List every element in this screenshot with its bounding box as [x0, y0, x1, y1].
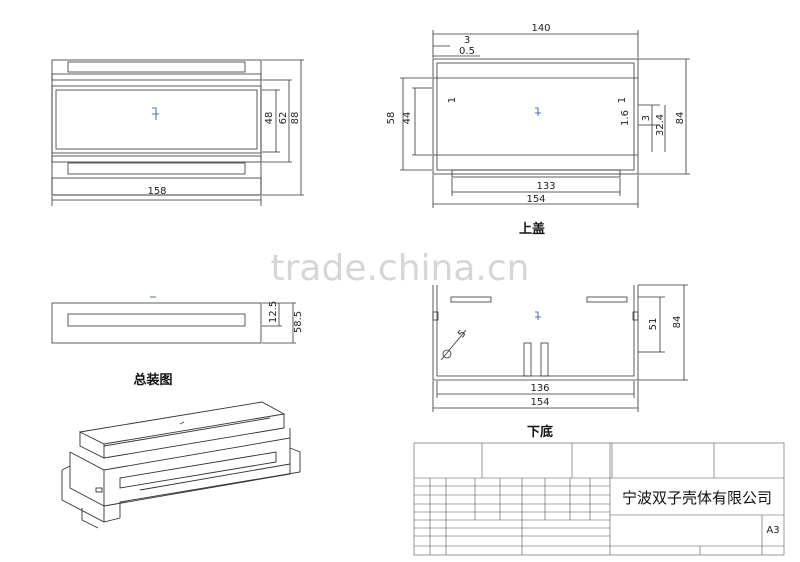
front-view [51, 59, 304, 206]
dim-top-58: 58 [386, 112, 397, 125]
dim-front-48: 48 [264, 112, 275, 125]
top-cover-view [400, 30, 690, 208]
side-view [51, 296, 296, 344]
dim-top-1-6: 1.6 [620, 110, 631, 126]
dim-top-1b: 1 [617, 97, 628, 103]
dim-top-154: 154 [526, 194, 545, 205]
dim-front-88: 88 [290, 112, 301, 125]
dim-bot-154: 154 [530, 397, 549, 408]
label-assembly: 总装图 [133, 372, 172, 388]
dim-top-3: 3 [464, 35, 470, 46]
sheet-size: A3 [766, 525, 779, 536]
dim-side-12-5: 12.5 [268, 301, 279, 323]
dim-top-1a: 1 [447, 97, 458, 103]
bottom-base-view [432, 284, 688, 412]
dim-bot-136: 136 [530, 383, 549, 394]
company-name: 宁波双子壳体有限公司 [622, 489, 772, 507]
label-top-cover: 上盖 [519, 221, 545, 237]
dim-bot-84: 84 [672, 316, 683, 329]
dim-top-140: 140 [531, 23, 550, 34]
dim-side-58-5: 58.5 [293, 311, 304, 333]
dim-bot-5: 5 [456, 328, 468, 340]
dim-bot-51: 51 [648, 318, 659, 331]
watermark: trade.china.cn [271, 248, 530, 289]
label-bottom-base: 下底 [527, 424, 553, 440]
dim-top-44: 44 [402, 112, 413, 125]
title-block [413, 442, 785, 556]
dim-top-3b: 3 [641, 115, 652, 121]
dim-top-84: 84 [675, 112, 686, 125]
dim-top-0-5: 0.5 [459, 46, 475, 57]
dim-top-133: 133 [536, 181, 555, 192]
dim-front-62: 62 [278, 112, 289, 125]
isometric-assembly-view [61, 401, 301, 529]
dim-top-32-4: 32.4 [655, 114, 666, 136]
dim-front-158: 158 [147, 186, 166, 197]
